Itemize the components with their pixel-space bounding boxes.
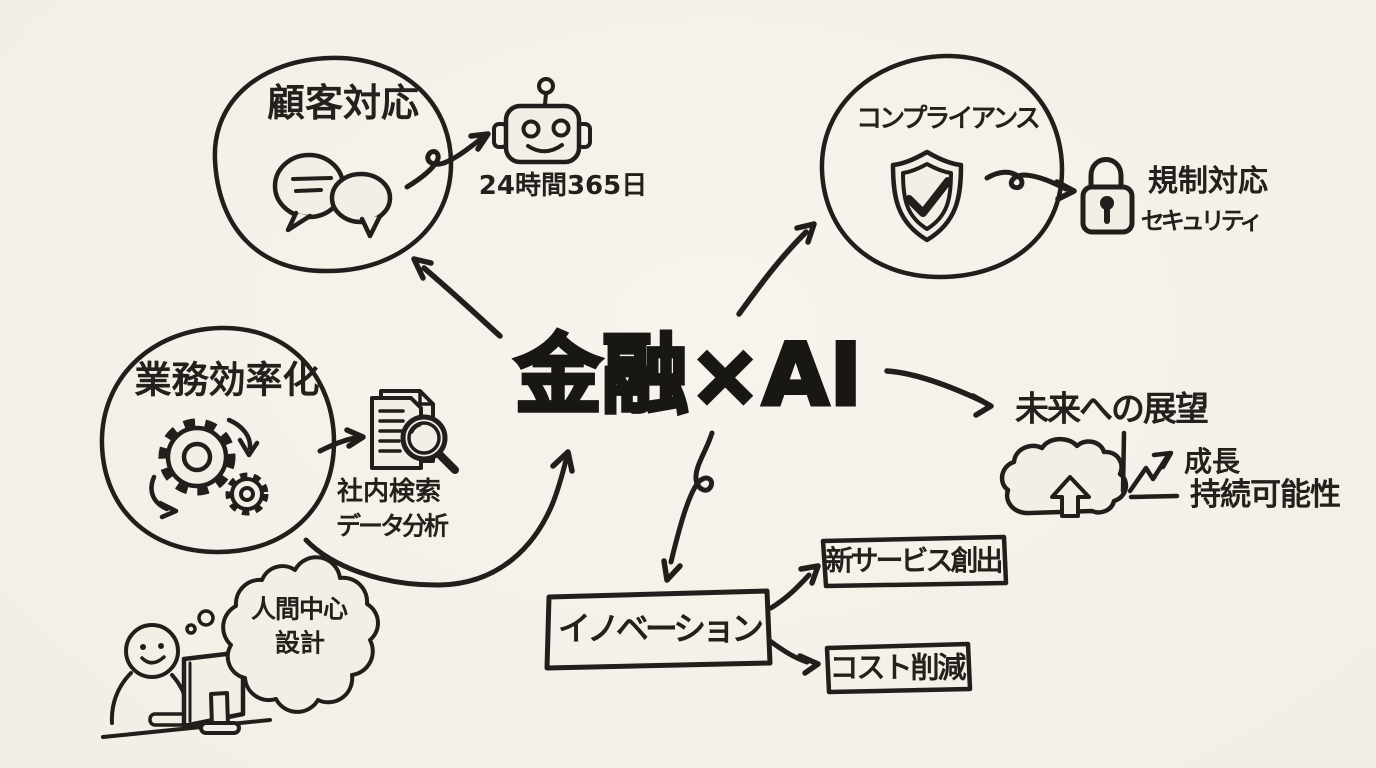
- robot-caption: 24時間365日: [478, 171, 648, 202]
- chat-bubbles-icon: [272, 152, 393, 239]
- center-to-future-arrow: [884, 368, 985, 404]
- cloud-upload-icon: [999, 436, 1129, 518]
- document-search-icon: [370, 389, 459, 474]
- new-service-label: 新サービス創出: [825, 543, 1003, 577]
- bottomleft-to-center-arrow: [303, 457, 569, 588]
- bottomleft-to-center-arrowhead: [550, 449, 575, 474]
- lock-caption-1: 規制対応: [1148, 163, 1268, 199]
- innovation-to-cost-arrowhead: [797, 653, 821, 676]
- thought-bubble-icon: [185, 555, 380, 714]
- compliance-to-lock-arrowhead: [1054, 179, 1077, 202]
- person-at-computer-icon: [101, 623, 272, 739]
- efficiency-label: 業務効率化: [134, 358, 320, 402]
- compliance-circle: [819, 53, 1065, 280]
- innovation-to-service-arrow: [768, 572, 812, 611]
- innovation-label: イノベーション: [557, 609, 764, 649]
- shield-check-icon: [890, 149, 964, 243]
- center-to-future-arrowhead: [970, 393, 994, 418]
- gears-icon: [149, 417, 269, 520]
- efficiency-to-doc-arrow: [317, 435, 358, 454]
- center-to-innovation-arrowhead: [661, 558, 683, 583]
- lock-caption-2: セキュリティ: [1140, 207, 1264, 236]
- human-centered-label-line2: 設計: [274, 628, 326, 658]
- center-to-innovation-arrow: [668, 430, 715, 565]
- compliance-label: コンプライアンス: [856, 104, 1041, 135]
- cost-label: コスト削減: [829, 650, 966, 685]
- center-to-compliance-arrow: [736, 229, 809, 317]
- growth-chart-icon: [1120, 430, 1180, 500]
- human-centered-label-line1: 人間中心: [250, 594, 348, 624]
- growth-label: 成長: [1183, 444, 1241, 478]
- innovation-to-service-arrowhead: [798, 563, 821, 586]
- innovation-to-cost-arrow: [767, 638, 810, 665]
- customer-to-robot-arrow: [404, 136, 484, 190]
- compliance-to-lock-arrow: [984, 169, 1069, 192]
- efficiency-to-doc-arrowhead: [344, 427, 366, 449]
- future-label: 未来への展望: [1015, 389, 1209, 430]
- doc-caption-2: データ分析: [335, 511, 449, 541]
- center-to-customer-arrow: [421, 265, 503, 339]
- center-to-customer-arrowhead: [411, 256, 434, 281]
- center-to-compliance-arrowhead: [794, 221, 817, 245]
- innovation-box: [544, 588, 773, 671]
- new-service-box: [820, 534, 1009, 589]
- customer-to-robot-arrowhead: [468, 131, 491, 152]
- sustainability-label: 持続可能性: [1190, 477, 1341, 514]
- cost-box: [824, 641, 973, 695]
- robot-icon: [492, 77, 592, 165]
- doc-caption-1: 社内検索: [336, 477, 442, 508]
- page-title: 金融×AI: [513, 324, 864, 428]
- customer-label: 顧客対応: [266, 81, 420, 126]
- padlock-icon: [1080, 157, 1135, 235]
